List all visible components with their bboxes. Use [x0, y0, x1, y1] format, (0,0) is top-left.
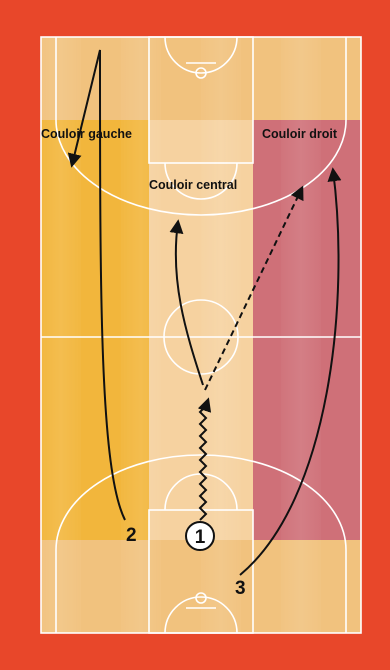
- movement-paths: [67, 49, 342, 576]
- right-lane-label: Couloir droit: [262, 127, 338, 141]
- left-lane-label: Couloir gauche: [41, 127, 132, 141]
- player-1-number: 1: [195, 527, 206, 548]
- player-3-number: 3: [235, 578, 246, 599]
- player-2-number: 2: [126, 525, 137, 546]
- center-lane-label: Couloir central: [149, 178, 237, 192]
- player-1-dribble-path: [197, 397, 212, 521]
- player-2-cut-path: [67, 49, 126, 521]
- pass-path: [204, 185, 304, 391]
- player-1-marker: 1: [185, 521, 215, 551]
- player-1-run-path: [169, 219, 204, 386]
- player-3-run-path: [239, 167, 342, 576]
